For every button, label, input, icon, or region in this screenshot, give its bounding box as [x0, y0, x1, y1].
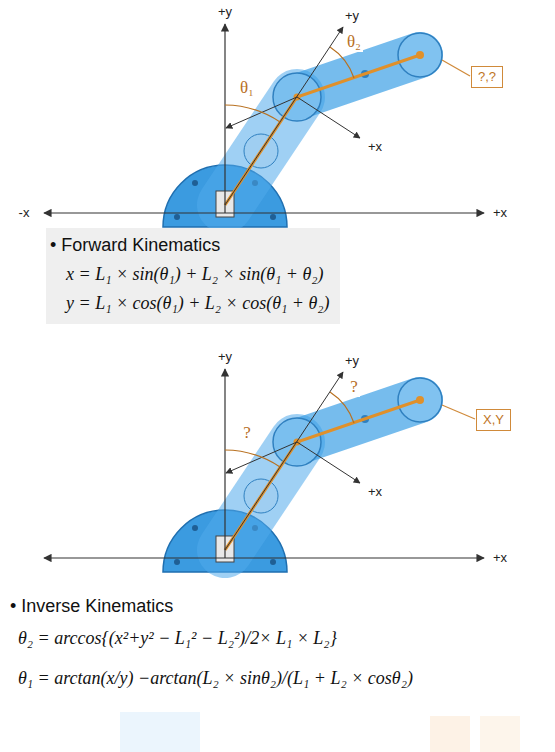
equation: θ₁ = arctan(x/y) −arctan(L₂ × sinθ₂)/(L₁… — [18, 668, 413, 689]
value-text: X,Y — [483, 412, 504, 428]
watermark-block — [430, 716, 470, 752]
watermark-block — [120, 712, 200, 752]
arm-figure — [44, 369, 484, 572]
equation: x = L₁ × sin(θ₁) + L₂ × sin(θ₁ + θ₂) — [66, 263, 330, 286]
leader-line — [442, 60, 470, 76]
equation: θ₂ = arccos{(x²+y² − L₁² − L₂²)/2× L₁ × … — [18, 628, 337, 649]
value-tag: ?,? — [471, 66, 503, 88]
arm-figure — [44, 24, 484, 227]
unknown-angle: ? — [241, 423, 253, 443]
axis-label: +x — [366, 485, 384, 500]
axis-label: +x — [491, 206, 509, 221]
axis-label: +x — [366, 140, 384, 155]
formula-panel: • Forward Kinematics x = L₁ × sin(θ₁) + L… — [46, 228, 340, 324]
axis-label: +y — [343, 354, 361, 369]
axis-label: +y — [216, 350, 234, 365]
value-text: ?,? — [478, 69, 496, 85]
section-heading: • Forward Kinematics — [50, 234, 330, 257]
axis-label: +y — [343, 9, 361, 24]
axis-label: +x — [491, 551, 509, 566]
section-heading: • Inverse Kinematics — [10, 596, 173, 617]
unknown-angle: ? — [348, 377, 360, 397]
value-tag: X,Y — [476, 409, 511, 431]
equation: y = L₁ × cos(θ₁) + L₂ × cos(θ₁ + θ₂) — [66, 292, 330, 315]
axis-label: -x — [17, 206, 32, 221]
angle-label: θ₁ — [238, 78, 256, 98]
watermark-block — [480, 716, 520, 752]
angle-label: θ₂ — [345, 32, 363, 52]
leader-line — [442, 405, 475, 419]
axis-label: +y — [216, 5, 234, 20]
